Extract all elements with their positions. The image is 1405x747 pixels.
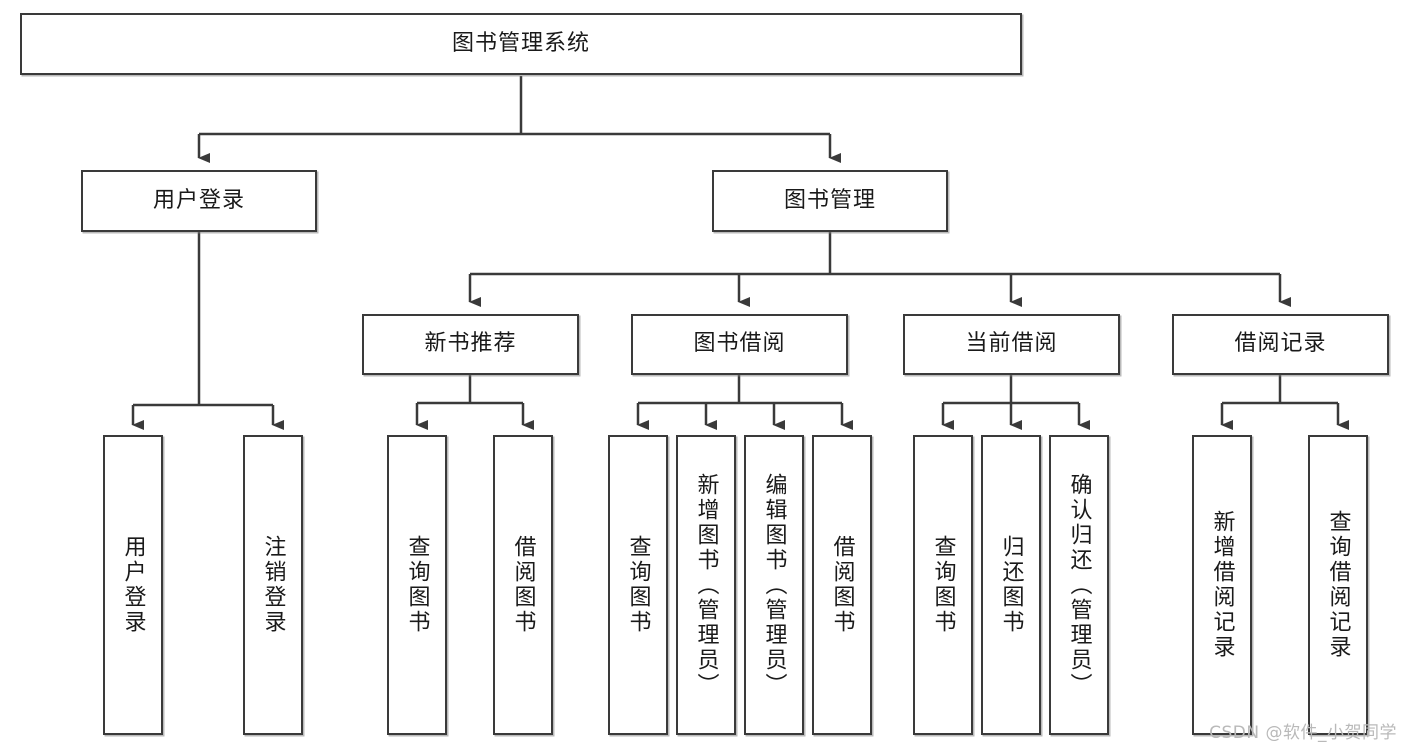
leaf-add-borrow-record[interactable]: 新增借阅记录 <box>1192 435 1252 735</box>
leaf-confirm-return-admin-inner: 确认归还（管理员） <box>1066 472 1092 698</box>
leaf-user-login[interactable]: 用户登录 <box>103 435 163 735</box>
leaf-return-book-inner: 归还图书 <box>998 535 1024 635</box>
leaf-borrow-book-borrow[interactable]: 借阅图书 <box>812 435 872 735</box>
leaf-add-book-admin-inner: 新增图书（管理员） <box>693 472 719 698</box>
leaf-edit-book-admin-inner: 编辑图书（管理员） <box>761 472 787 698</box>
leaf-logout-inner: 注销登录 <box>260 535 286 635</box>
leaf-query-book-rec[interactable]: 查询图书 <box>387 435 447 735</box>
leaf-add-book-admin[interactable]: 新增图书（管理员） <box>676 435 736 735</box>
node-current-borrow[interactable]: 当前借阅 <box>903 314 1120 375</box>
leaf-query-book-rec-inner: 查询图书 <box>404 535 430 635</box>
leaf-borrow-book-rec-inner: 借阅图书 <box>510 535 536 635</box>
leaf-query-book-borrow[interactable]: 查询图书 <box>608 435 668 735</box>
node-new-book-recommend[interactable]: 新书推荐 <box>362 314 579 375</box>
node-book-management[interactable]: 图书管理 <box>712 170 948 232</box>
leaf-query-book-current[interactable]: 查询图书 <box>913 435 973 735</box>
leaf-logout[interactable]: 注销登录 <box>243 435 303 735</box>
node-book-borrow[interactable]: 图书借阅 <box>631 314 848 375</box>
leaf-user-login-inner: 用户登录 <box>120 535 146 635</box>
leaf-borrow-book-borrow-inner: 借阅图书 <box>829 535 855 635</box>
leaf-return-book[interactable]: 归还图书 <box>981 435 1041 735</box>
leaf-query-book-current-inner: 查询图书 <box>930 535 956 635</box>
leaf-borrow-book-rec[interactable]: 借阅图书 <box>493 435 553 735</box>
leaf-add-borrow-record-inner: 新增借阅记录 <box>1209 510 1235 660</box>
csdn-watermark: CSDN @软件_小贺同学 <box>1209 723 1397 743</box>
node-root[interactable]: 图书管理系统 <box>20 13 1022 75</box>
leaf-query-borrow-record-inner: 查询借阅记录 <box>1325 510 1351 660</box>
leaf-query-book-borrow-inner: 查询图书 <box>625 535 651 635</box>
leaf-edit-book-admin[interactable]: 编辑图书（管理员） <box>744 435 804 735</box>
leaf-query-borrow-record[interactable]: 查询借阅记录 <box>1308 435 1368 735</box>
node-user-login[interactable]: 用户登录 <box>81 170 317 232</box>
node-borrow-record[interactable]: 借阅记录 <box>1172 314 1389 375</box>
leaf-confirm-return-admin[interactable]: 确认归还（管理员） <box>1049 435 1109 735</box>
